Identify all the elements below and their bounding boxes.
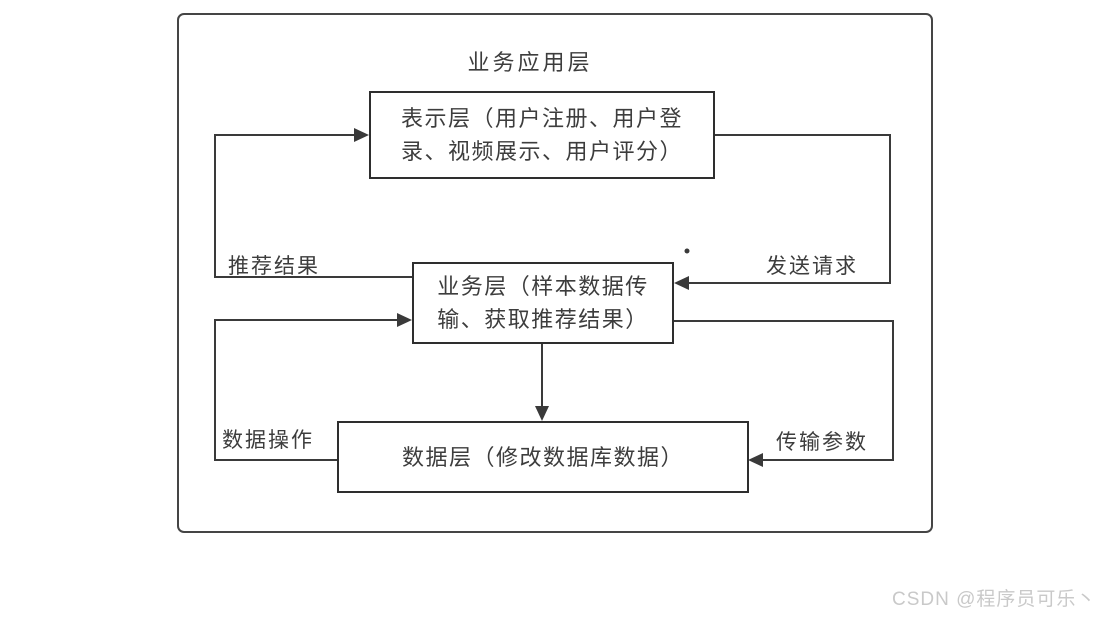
edge-label-recommend-result: 推荐结果 bbox=[228, 255, 320, 278]
edge-label-data-operation: 数据操作 bbox=[222, 429, 314, 452]
data-layer-box: 数据层（修改数据库数据） bbox=[337, 421, 749, 493]
business-layer-label-line2: 输、获取推荐结果） bbox=[437, 307, 649, 332]
data-layer-label-line1: 数据层（修改数据库数据） bbox=[401, 444, 684, 470]
diagram-title: 业务应用层 bbox=[467, 50, 593, 75]
presentation-layer-label-line1: 表示层（用户注册、用户登 bbox=[400, 106, 683, 131]
edge-label-transfer-params: 传输参数 bbox=[776, 431, 868, 454]
presentation-layer-label-line2: 录、视频展示、用户评分） bbox=[400, 139, 683, 164]
presentation-layer-label: 表示层（用户注册、用户登 录、视频展示、用户评分） bbox=[401, 102, 683, 168]
business-layer-box: 业务层（样本数据传 输、获取推荐结果） bbox=[412, 262, 674, 344]
edge-label-send-request: 发送请求 bbox=[766, 255, 858, 278]
business-layer-label-line1: 业务层（样本数据传 bbox=[437, 274, 649, 299]
csdn-watermark: CSDN @程序员可乐丶 bbox=[892, 589, 1097, 610]
data-layer-label: 数据层（修改数据库数据） bbox=[402, 441, 684, 474]
presentation-layer-box: 表示层（用户注册、用户登 录、视频展示、用户评分） bbox=[369, 91, 715, 179]
business-layer-label: 业务层（样本数据传 输、获取推荐结果） bbox=[437, 270, 649, 336]
